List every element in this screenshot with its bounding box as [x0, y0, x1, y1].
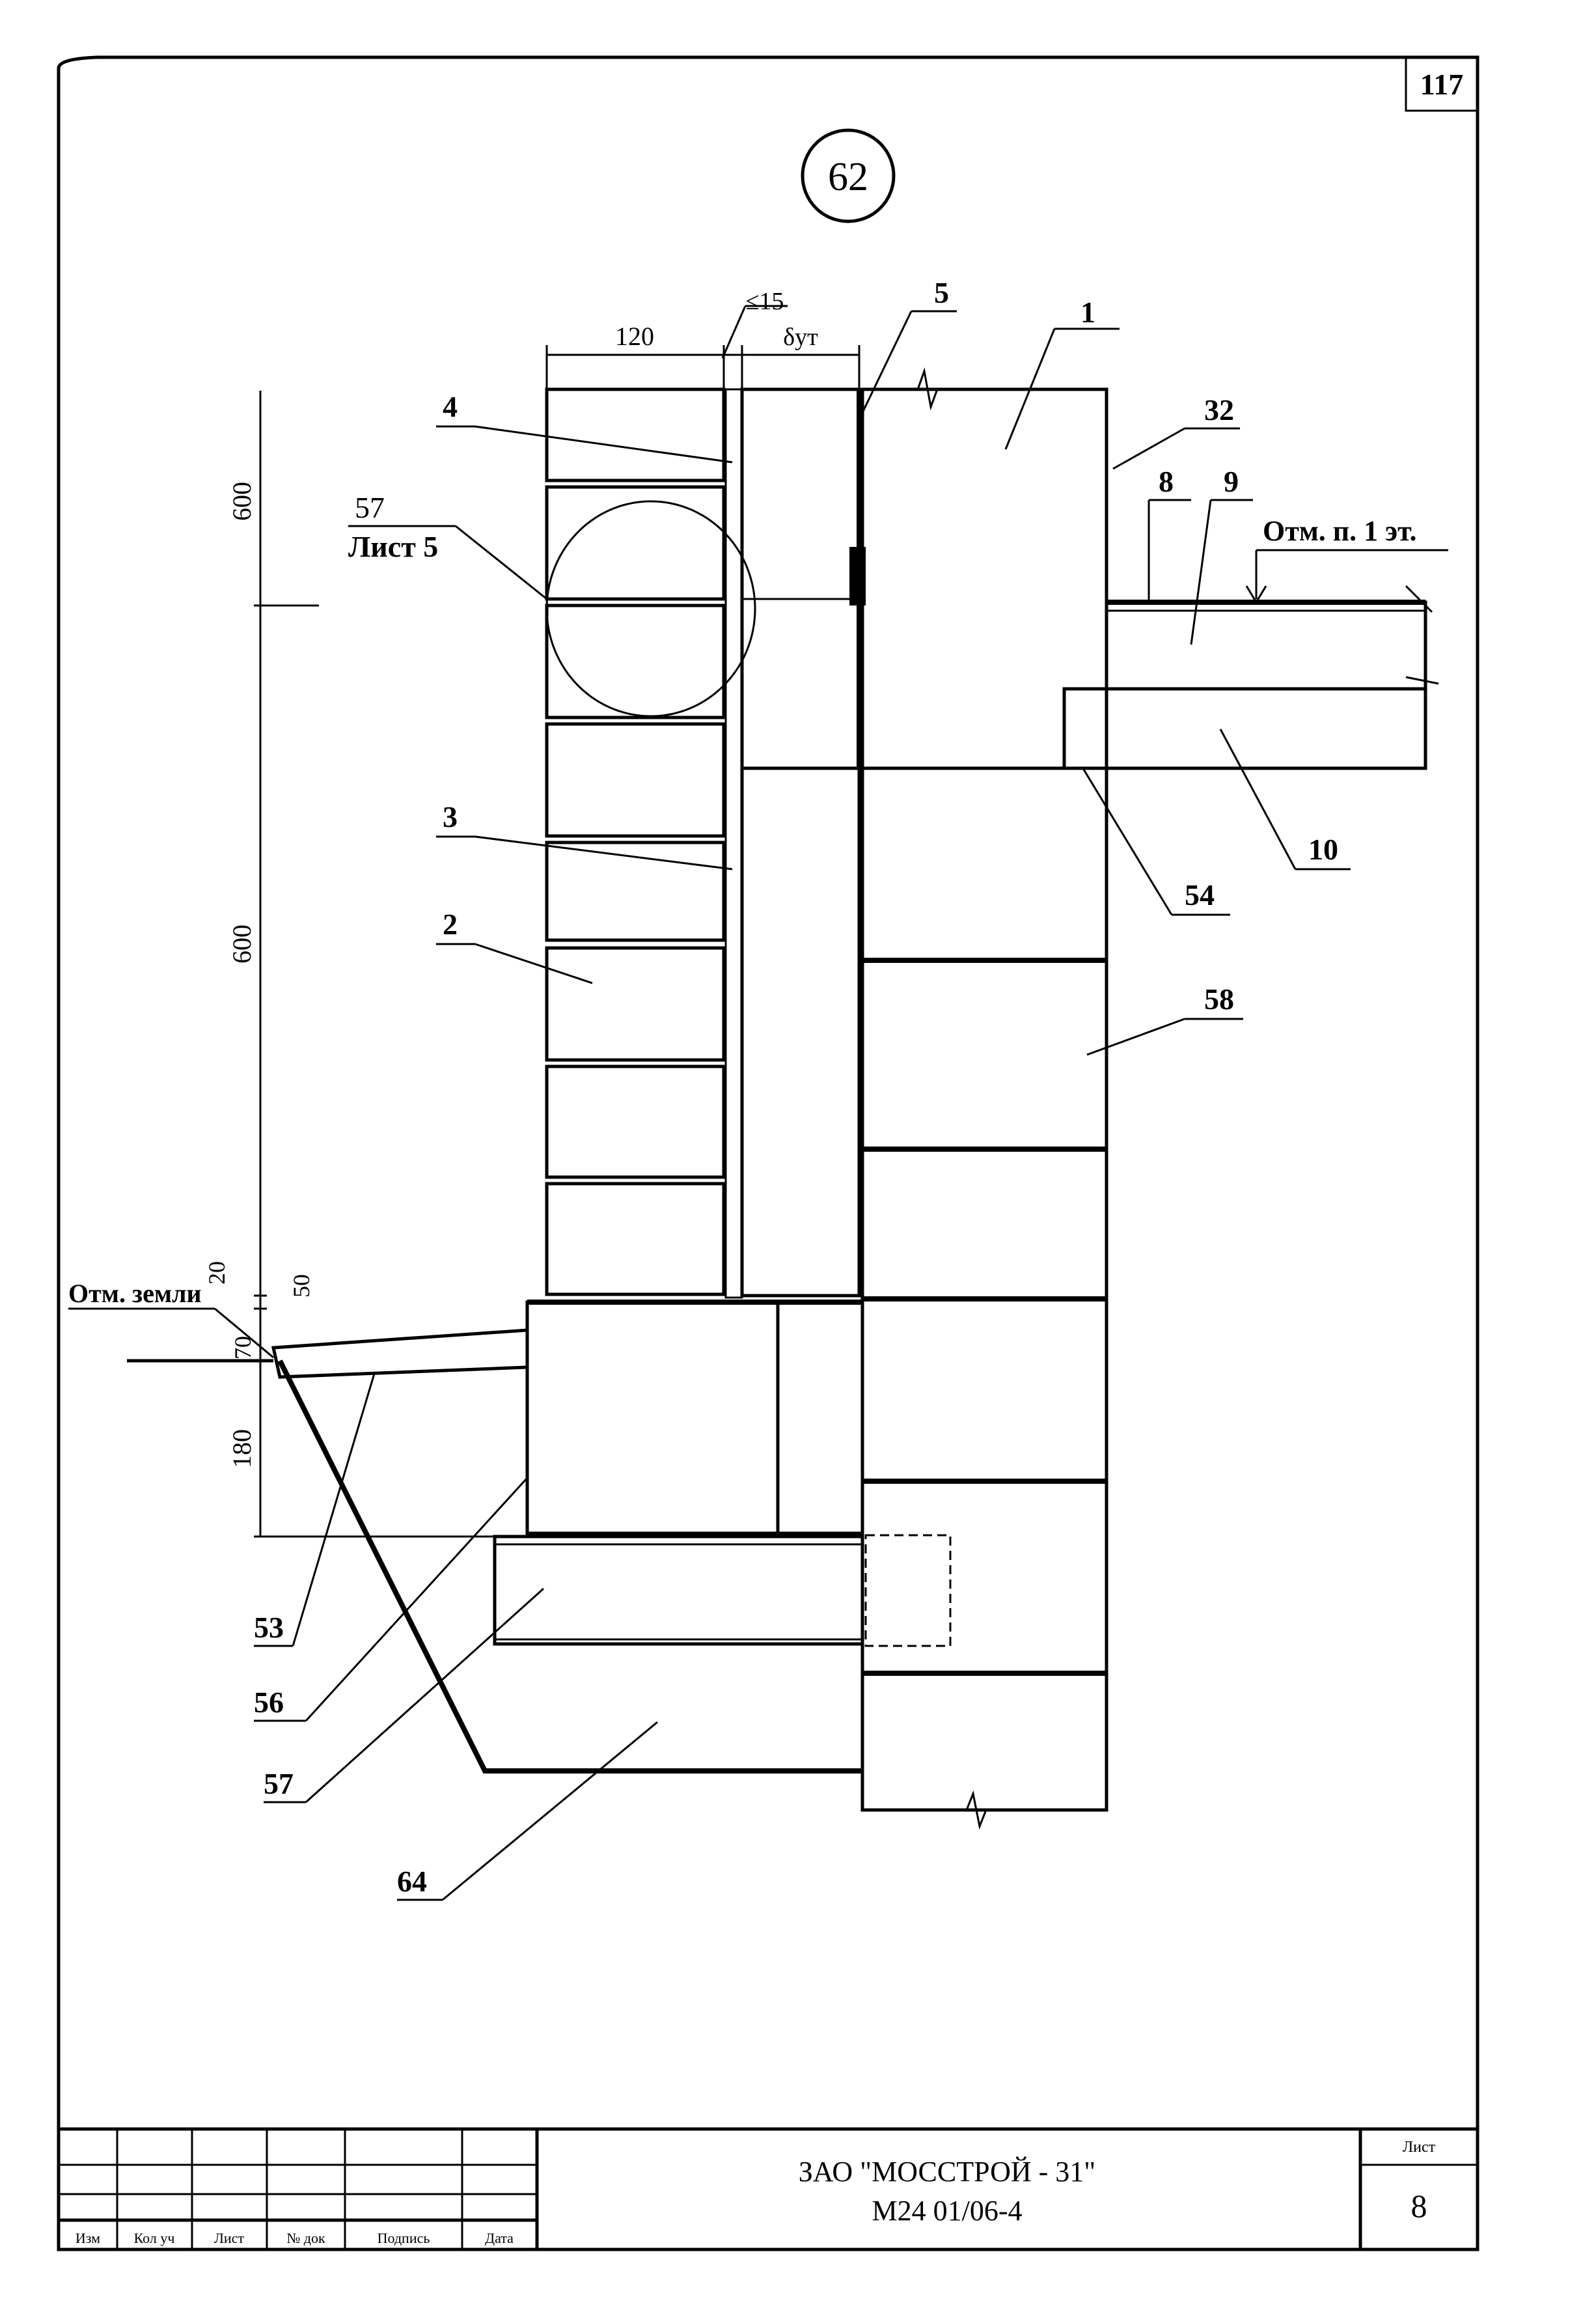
sheet-ref-num: 57	[355, 491, 385, 524]
detail-number-circle	[801, 128, 896, 223]
corner-number-box	[1405, 56, 1479, 112]
col-sign: Подпись	[378, 2230, 430, 2246]
ground-level-label: Отм. земли	[68, 1279, 202, 1308]
excavation-outline	[277, 1359, 862, 1774]
svg-text:1: 1	[1080, 296, 1095, 329]
concrete-wall	[860, 387, 1108, 770]
svg-text:32: 32	[1204, 393, 1234, 426]
insulation-upper	[740, 387, 861, 770]
floor-slab	[1062, 687, 1427, 770]
svg-text:9: 9	[1224, 465, 1239, 498]
plinth-block	[525, 1300, 780, 1535]
detail-number: 62	[828, 155, 868, 199]
dim-insulation: δут	[783, 324, 818, 351]
sheet-frame	[57, 55, 1479, 2249]
svg-text:56: 56	[254, 1686, 284, 1719]
svg-text:58: 58	[1204, 982, 1234, 1016]
plinth-block-2	[776, 1300, 864, 1535]
floor-level-label: Отм. п. 1 эт.	[1263, 515, 1416, 547]
footing-slab	[493, 1535, 864, 1646]
svg-text:3: 3	[443, 800, 458, 833]
svg-text:8: 8	[1159, 465, 1174, 498]
ventilation-gap	[724, 388, 743, 1299]
callouts: 1 5 32 8 9 10 54 58 4 3	[254, 276, 1351, 1901]
foundation-blocks	[860, 766, 1108, 1812]
dim-15: ≤15	[746, 288, 784, 315]
floor-layer	[1105, 600, 1427, 691]
footing-dashed	[864, 1534, 952, 1647]
insulation-lower	[740, 766, 861, 1298]
blind-area	[271, 1328, 529, 1379]
svg-text:10: 10	[1308, 833, 1338, 866]
svg-text:4: 4	[443, 390, 458, 423]
dim-600-top: 600	[227, 482, 256, 521]
svg-text:5: 5	[934, 276, 949, 309]
company-name: ЗАО "МОССТРОЙ - 31"	[799, 2156, 1096, 2188]
svg-text:57: 57	[264, 1767, 294, 1800]
sheet-ref-text: Лист 5	[348, 530, 438, 563]
col-list: Лист	[214, 2230, 244, 2246]
corner-number: 117	[1420, 68, 1463, 101]
svg-text:53: 53	[254, 1611, 284, 1644]
sheet-number: 8	[1411, 2188, 1427, 2224]
title-block	[57, 2127, 1479, 2251]
doc-code: М24 01/06-4	[872, 2195, 1023, 2227]
svg-text:54: 54	[1185, 878, 1215, 911]
brick-cladding	[545, 387, 726, 1296]
dim-50: 50	[288, 1274, 314, 1298]
dim-20: 20	[204, 1261, 230, 1285]
sheet-label: Лист	[1403, 2139, 1436, 2156]
dim-120: 120	[615, 322, 654, 351]
svg-text:2: 2	[443, 908, 458, 941]
dim-180: 180	[227, 1429, 256, 1468]
col-date: Дата	[485, 2230, 514, 2246]
svg-text:64: 64	[397, 1865, 427, 1898]
col-kol: Кол уч	[134, 2230, 175, 2246]
col-izm: Изм	[76, 2230, 100, 2246]
col-doc: № док	[286, 2230, 325, 2246]
dim-600-mid: 600	[227, 925, 256, 964]
reference-circle	[545, 500, 756, 717]
dimension-lines	[254, 305, 860, 1538]
